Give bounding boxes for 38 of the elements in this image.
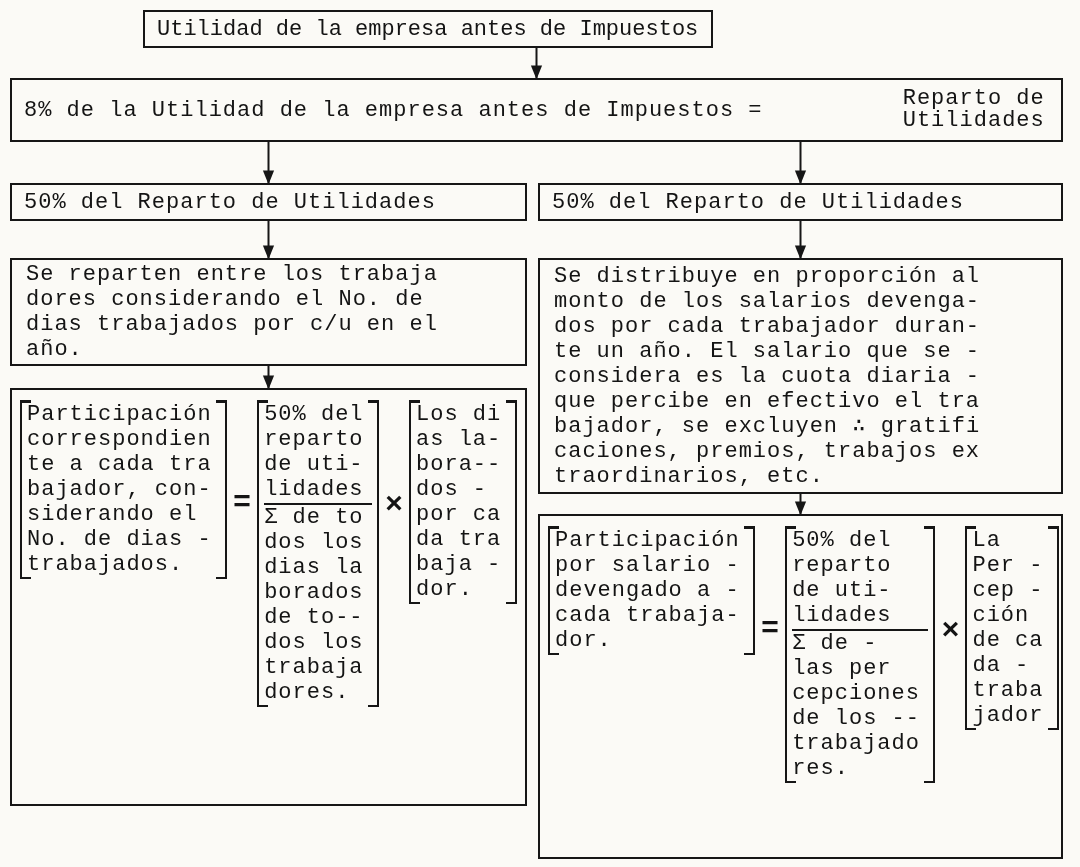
process-box xyxy=(538,183,1063,221)
box-text: 50% del Reparto de Utilidades xyxy=(552,189,964,215)
process-box xyxy=(10,78,1063,142)
arrow xyxy=(262,365,275,390)
arrow xyxy=(794,141,807,185)
process-box xyxy=(143,10,713,48)
term-text: Participación por salario - devengado a - cada trabaja- dor. xyxy=(555,528,741,653)
term-text: Los di as la- bora-- dos - por ca da tra baja - dor. xyxy=(416,402,503,602)
term-text: La Per - cep - ción de ca da - traba jador xyxy=(972,528,1045,728)
bracket-term xyxy=(409,400,517,604)
bracket-term xyxy=(257,400,380,707)
bracket-term xyxy=(785,526,936,783)
equals-sign: = xyxy=(761,614,780,644)
process-box xyxy=(10,183,527,221)
box-text: Reparto de Utilidades xyxy=(901,88,1046,132)
box-text: 50% del Reparto de Utilidades xyxy=(24,189,436,215)
denominator-text: Σ de - las per cepciones de los -- trabajado res. xyxy=(792,631,921,781)
arrow xyxy=(794,493,807,516)
formula-box xyxy=(538,514,1063,859)
arrow xyxy=(530,47,543,80)
equals-sign: = xyxy=(233,488,252,518)
numerator-text: 50% del reparto de uti- lidades xyxy=(792,528,929,631)
arrow xyxy=(794,220,807,260)
description-box xyxy=(10,258,527,366)
box-text: 8% de la Utilidad de la empresa antes de Impuestos = xyxy=(24,97,763,123)
box-text: Se distribuye en proporción al monto de los salarios devenga- dos por cada trabajador duran- te un año. El salario que se - considera es la cuota diaria - que percibe en efectivo el tra bajador, se excluyen ∴ gratifi caciones, premios, trabajos ex traordinarios, etc. xyxy=(554,263,982,489)
arrow xyxy=(262,141,275,185)
term-text: Participación correspondien te a cada tra bajador, con- siderando el No. de dias - trabajados. xyxy=(27,402,213,577)
denominator-text: Σ de to dos los dias la borados de to-- dos los trabaja dores. xyxy=(264,505,365,705)
box-text: Se reparten entre los trabaja dores considerando el No. de dias trabajados por c/u en el año. xyxy=(26,262,439,362)
bracket-term xyxy=(965,526,1059,730)
formula-box xyxy=(10,388,527,806)
box-text: Utilidad de la empresa antes de Impuestos xyxy=(157,16,699,42)
arrow xyxy=(262,220,275,260)
times-sign: × xyxy=(385,490,404,520)
numerator-text: 50% del reparto de uti- lidades xyxy=(264,402,373,505)
times-sign: × xyxy=(941,616,960,646)
description-box xyxy=(538,258,1063,494)
